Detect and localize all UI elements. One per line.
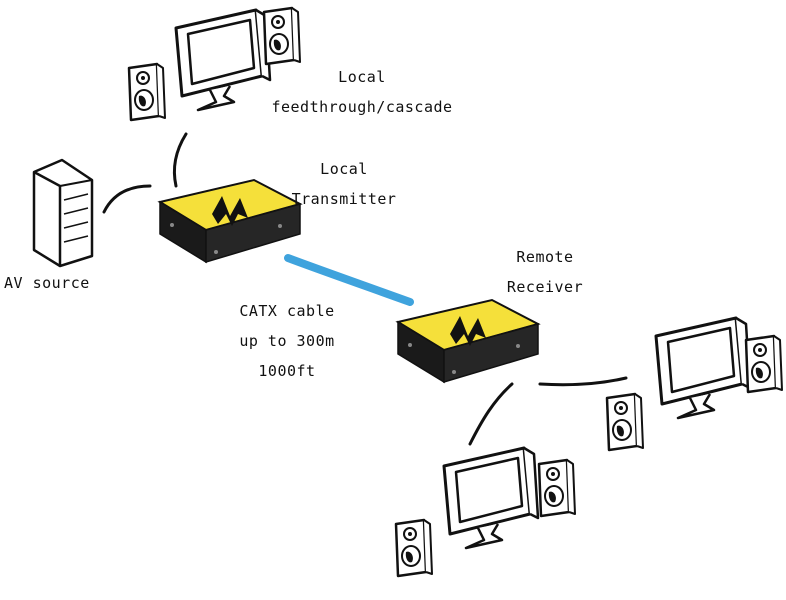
label-line: up to 300m [239, 332, 335, 350]
label-line: Remote [516, 248, 574, 266]
label-local-feedthrough: Local feedthrough/cascade [252, 62, 472, 122]
label-line: feedthrough/cascade [271, 98, 453, 116]
label-av-source: AV source [4, 268, 108, 298]
speaker-icon [262, 6, 302, 66]
speaker-icon [744, 334, 784, 394]
catx-cable [284, 254, 414, 306]
monitor-icon [442, 446, 540, 550]
label-line: 1000ft [258, 362, 316, 380]
label-line: Local [320, 160, 368, 178]
source-cable [102, 184, 152, 214]
receiver-device [397, 299, 539, 383]
label-catx-cable: CATX cable up to 300m 1000ft [222, 296, 352, 386]
speaker-icon [537, 458, 577, 518]
label-remote-receiver: Remote Receiver [490, 242, 600, 302]
label-local-transmitter: Local Transmitter [284, 154, 404, 214]
remote-cable-2 [468, 382, 514, 446]
monitor-icon [654, 316, 752, 420]
label-line: Transmitter [291, 190, 397, 208]
speaker-icon [605, 392, 645, 452]
label-line: CATX cable [239, 302, 335, 320]
speaker-icon [127, 62, 167, 122]
av-source-icon [32, 158, 94, 268]
speaker-icon [394, 518, 434, 578]
remote-cable-1 [538, 376, 628, 387]
transmitter-device [159, 179, 301, 263]
label-line: Local [338, 68, 386, 86]
label-line: Receiver [506, 278, 584, 296]
feedthrough-cable [172, 132, 188, 188]
label-line: AV source [4, 274, 90, 292]
